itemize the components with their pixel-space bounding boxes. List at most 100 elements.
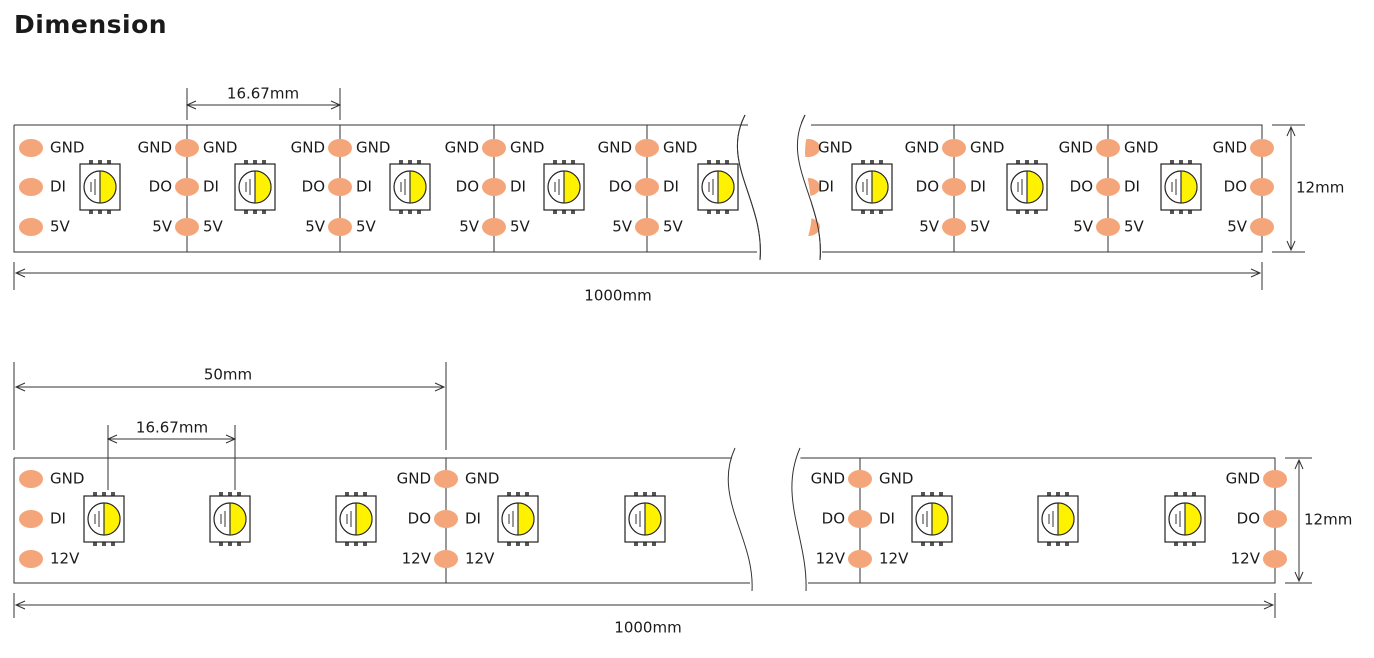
break-line [736,114,761,261]
led-pin [228,542,232,546]
pad-label: GND [50,470,84,488]
solder-pad [1263,470,1287,488]
led-pin [1174,542,1178,546]
led-chip [83,492,125,546]
led-pin [1170,160,1174,164]
arrow-head [225,434,237,444]
pad-label: DI [465,510,481,528]
led-pin [1056,492,1060,496]
led-yellow-half [1180,170,1198,204]
led-pin [89,160,93,164]
led-yellow-half [229,502,247,536]
pad-label: 12V [879,550,909,568]
solder-pad [434,470,458,488]
led-chip [697,160,739,214]
solder-pad [848,470,872,488]
led-chip [497,492,539,546]
led-yellow-half [355,502,373,536]
led-pin [363,492,367,496]
pad-label: DI [50,510,66,528]
width-label: 12mm [1304,511,1352,529]
solder-pad [175,178,199,196]
pad-label: DO [822,510,845,528]
pad-label: GND [50,139,84,157]
pad-label: 5V [356,218,377,236]
solder-pad [19,178,43,196]
arrow-head [1294,458,1304,470]
pad-label: GND [1059,139,1093,157]
led-pin [107,210,111,214]
pad-label: 5V [459,218,480,236]
solder-pad [19,139,43,157]
led-pin [354,542,358,546]
pad-label: 12V [465,550,495,568]
led-pin [345,542,349,546]
solder-pad [175,139,199,157]
solder-pad [635,218,659,236]
solder-pad [1250,218,1274,236]
led-pin [1025,210,1029,214]
led-pin [408,160,412,164]
arrow-head [1263,600,1275,610]
led-pin [562,210,566,214]
pad-label: GND [663,139,697,157]
length-label: 1000mm [614,619,681,637]
pad-label: GND [598,139,632,157]
pad-label: GND [397,470,431,488]
pad-label: GND [203,139,237,157]
led-pin [399,210,403,214]
led-pin [571,210,575,214]
solder-pad [942,178,966,196]
pad-label: GND [510,139,544,157]
arrow-head [106,434,118,444]
led-chip [1006,160,1048,214]
led-yellow-half [1184,502,1202,536]
led-pin [930,542,934,546]
led-pin [417,210,421,214]
solder-pad [1096,139,1120,157]
led-yellow-half [254,170,272,204]
led-pin [525,492,529,496]
led-pin [1025,160,1029,164]
led-pin [89,210,93,214]
led-chip [911,492,953,546]
solder-pad [1096,178,1120,196]
led-pin [634,542,638,546]
pad-label: DI [356,178,372,196]
pad-label: DI [970,178,986,196]
pad-label: DI [818,178,834,196]
solder-pad [848,510,872,528]
pad-label: DO [302,178,325,196]
break-mask [729,456,805,585]
solder-pad [482,178,506,196]
led-pin [921,492,925,496]
led-pin [725,160,729,164]
led-pin [262,160,266,164]
led-pin [643,542,647,546]
solder-pad [328,178,352,196]
led-pin [363,542,367,546]
pad-label: GND [138,139,172,157]
pad-label: 12V [50,550,80,568]
pad-label: 12V [1231,550,1261,568]
led-pin [516,542,520,546]
led-pin [93,492,97,496]
pad-label: 5V [1073,218,1094,236]
solder-pad [1250,139,1274,157]
solder-pad [19,470,43,488]
pad-label: GND [970,139,1004,157]
pad-label: DI [663,178,679,196]
pad-label: DO [1237,510,1260,528]
led-chip [389,160,431,214]
arrow-head [1286,125,1296,137]
pad-label: DI [879,510,895,528]
led-yellow-half [931,502,949,536]
led-pin [1179,160,1183,164]
led-chip [335,492,377,546]
led-pin [879,210,883,214]
pad-label: GND [1213,139,1247,157]
led-pin [354,492,358,496]
solder-pad [942,218,966,236]
